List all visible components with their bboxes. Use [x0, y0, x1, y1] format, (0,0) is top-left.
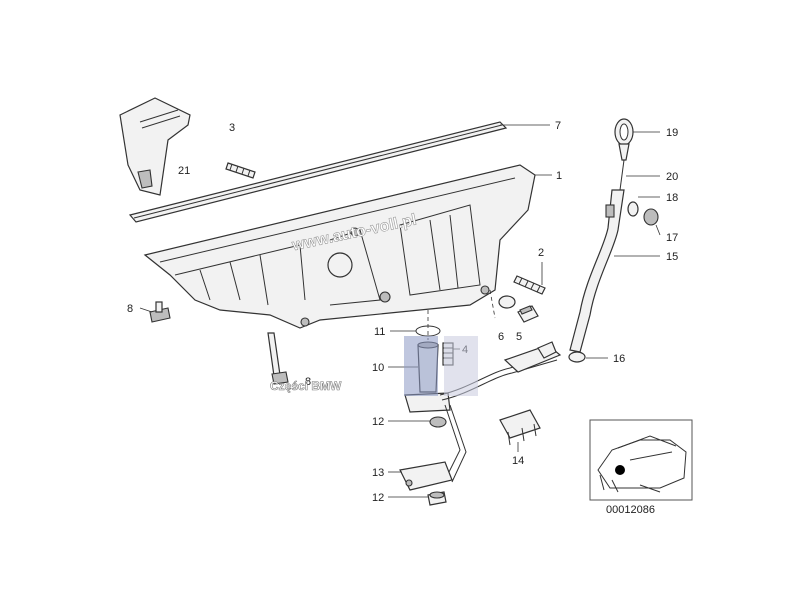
label-part-19: 19 [666, 127, 678, 139]
part-2-stud [513, 275, 546, 295]
part-19-dipstick-handle [614, 118, 634, 161]
part-7-gasket [128, 121, 508, 223]
label-part-6: 6 [498, 331, 504, 343]
label-part-12-upper: 12 [372, 416, 384, 428]
part-12-grommet-upper [429, 416, 447, 428]
leader-lines [139, 124, 661, 498]
label-part-20: 20 [666, 171, 678, 183]
label-part-7: 7 [555, 120, 561, 132]
vehicle-location-inset: 00012086 [589, 419, 693, 516]
part-14-clip [499, 409, 541, 446]
label-part-17: 17 [666, 232, 678, 244]
assembly-line-2 [489, 289, 496, 319]
oil-level-sensor-harness [439, 341, 562, 483]
label-part-10: 10 [372, 362, 384, 374]
part-13-bracket [399, 461, 453, 491]
part-20-dipstick [619, 159, 625, 191]
part-8-bolt-left [149, 301, 171, 323]
part-6-washer [498, 295, 516, 309]
label-part-5: 5 [516, 331, 522, 343]
label-part-18: 18 [666, 192, 678, 204]
label-part-3: 3 [229, 122, 235, 134]
part-3-stud [225, 162, 256, 179]
label-part-1: 1 [556, 170, 562, 182]
part-17-nut [643, 208, 659, 226]
part-21-cover [119, 97, 191, 196]
label-part-12-lower: 12 [372, 492, 384, 504]
label-part-8-lower: 8 [305, 376, 311, 388]
part-8-bolt-long [267, 332, 289, 385]
label-part-14: 14 [512, 455, 524, 467]
label-part-2: 2 [538, 247, 544, 259]
label-part-15: 15 [666, 251, 678, 263]
part-18-washer [627, 201, 639, 217]
part-12-grommet-lower [427, 491, 447, 506]
label-part-11: 11 [374, 326, 385, 338]
watermark-logo [404, 336, 478, 396]
part-15-guide-tube [569, 189, 625, 353]
label-part-13: 13 [372, 467, 384, 479]
label-part-21: 21 [178, 165, 190, 177]
watermark-brand: Części BMW [270, 379, 342, 393]
part-1-oil-pan [143, 164, 536, 329]
label-part-8-left: 8 [127, 303, 133, 315]
part-16-o-ring [568, 351, 586, 363]
inset-code: 00012086 [606, 504, 655, 516]
part-5-plug [517, 305, 539, 323]
oil-pan-location-marker [615, 465, 625, 475]
label-part-16: 16 [613, 353, 625, 365]
